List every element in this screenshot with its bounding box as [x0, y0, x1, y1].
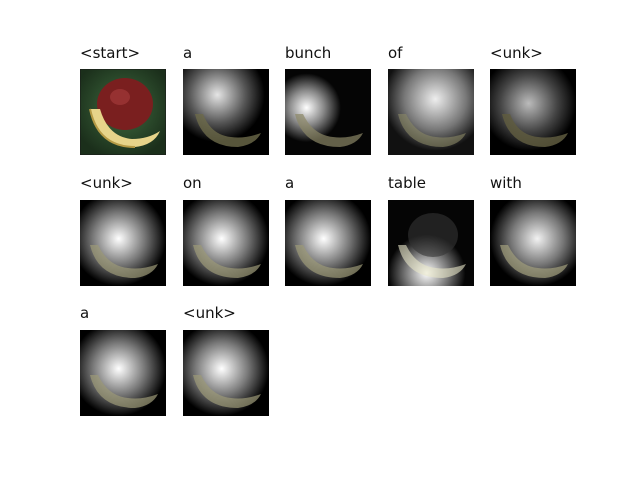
attention-map: [183, 330, 269, 416]
attention-map: [285, 69, 371, 155]
attention-map: [183, 69, 269, 155]
token-label: bunch: [285, 44, 332, 62]
token-label: on: [183, 174, 202, 192]
token-label: <start>: [80, 44, 141, 62]
token-label: <unk>: [80, 174, 133, 192]
token-label: a: [80, 304, 90, 322]
token-label: <unk>: [490, 44, 543, 62]
attention-map: [80, 200, 166, 286]
token-label: of: [388, 44, 403, 62]
attention-map: [285, 200, 371, 286]
attention-map: [490, 200, 576, 286]
attention-map: [183, 200, 269, 286]
token-label: a: [285, 174, 295, 192]
token-label: with: [490, 174, 522, 192]
attention-map: [490, 69, 576, 155]
attention-map: [388, 69, 474, 155]
attention-map: [388, 200, 474, 286]
token-label: a: [183, 44, 193, 62]
token-label: <unk>: [183, 304, 236, 322]
original-image: [80, 69, 166, 155]
attention-map: [80, 330, 166, 416]
token-label: table: [388, 174, 426, 192]
